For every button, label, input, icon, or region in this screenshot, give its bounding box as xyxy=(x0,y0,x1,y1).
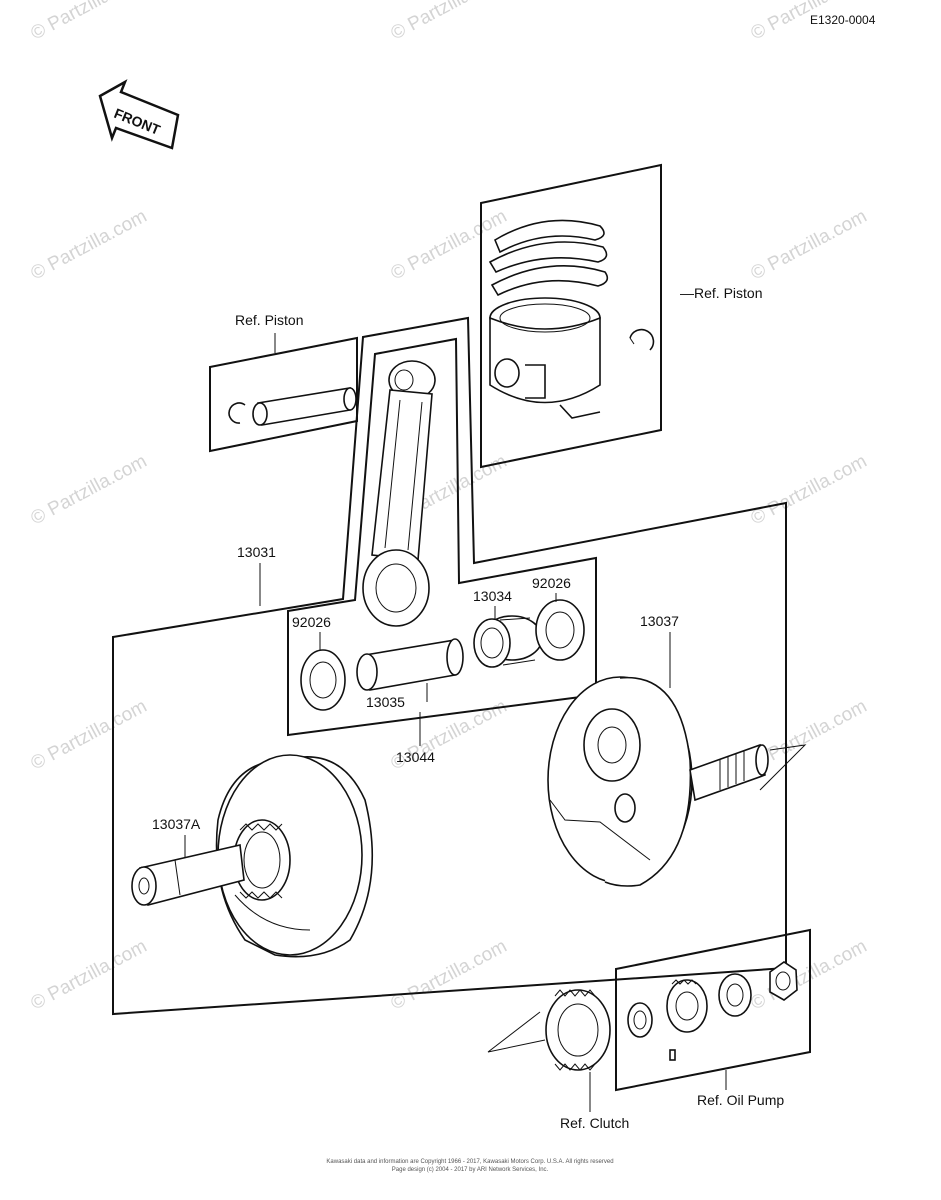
watermark-layer: © Partzilla.com © Partzilla.com © Partzi… xyxy=(27,0,870,1014)
part-number-92026-right: 92026 xyxy=(532,575,571,591)
watermark: © Partzilla.com xyxy=(27,0,150,44)
left-crank-flywheel xyxy=(131,754,374,958)
watermark: © Partzilla.com xyxy=(387,936,510,1015)
circlip xyxy=(228,402,246,424)
watermark: © Partzilla.com xyxy=(27,206,150,285)
watermark: © Partzilla.com xyxy=(387,206,510,285)
piston-pin xyxy=(252,387,357,426)
oil-pump-parts xyxy=(627,961,798,1061)
watermark: © Partzilla.com xyxy=(747,936,870,1015)
watermark: © Partzilla.com xyxy=(27,936,150,1015)
connecting-rod xyxy=(362,360,436,627)
watermark: © Partzilla.com xyxy=(27,451,150,530)
copyright-line: Kawasaki data and information are Copyri… xyxy=(326,1159,613,1165)
needle-bearing xyxy=(473,615,543,668)
part-number-13037A: 13037A xyxy=(152,816,201,832)
piston-panel-right xyxy=(480,163,662,469)
pointer-line xyxy=(487,1011,546,1053)
part-number-13034: 13034 xyxy=(473,588,512,604)
copyright-line: Page design (c) 2004 - 2017 by ARI Netwo… xyxy=(392,1167,549,1173)
ref-oil-pump-label: Ref. Oil Pump xyxy=(697,1092,784,1108)
watermark: © Partzilla.com xyxy=(27,696,150,775)
part-number-13031: 13031 xyxy=(237,544,276,560)
part-number-13037: 13037 xyxy=(640,613,679,629)
piston-rings xyxy=(488,219,609,297)
part-number-13035: 13035 xyxy=(366,694,405,710)
crankshaft-panel xyxy=(112,316,787,1016)
part-number-13044: 13044 xyxy=(396,749,435,765)
part-number-92026-left: 92026 xyxy=(292,614,331,630)
crank-pin xyxy=(356,638,464,691)
piston xyxy=(489,297,601,419)
pointer-line xyxy=(759,744,807,791)
thrust-washer-right xyxy=(535,599,585,661)
watermark: © Partzilla.com xyxy=(747,206,870,285)
watermark: © Partzilla.com xyxy=(747,451,870,530)
diagram-code: E1320-0004 xyxy=(810,13,876,27)
thrust-washer-left xyxy=(300,649,346,711)
clutch-gear xyxy=(545,989,611,1071)
circlip xyxy=(629,328,655,351)
oil-pump-panel xyxy=(615,928,811,1092)
front-arrow-icon: FRONT xyxy=(98,79,180,150)
right-crank-flywheel xyxy=(547,676,769,887)
ref-piston-label-left: Ref. Piston xyxy=(235,312,303,328)
connecting-rod-panel xyxy=(287,337,597,737)
ref-clutch-label: Ref. Clutch xyxy=(560,1115,629,1131)
watermark: © Partzilla.com xyxy=(387,0,510,44)
ref-piston-label-right: —Ref. Piston xyxy=(680,285,762,301)
